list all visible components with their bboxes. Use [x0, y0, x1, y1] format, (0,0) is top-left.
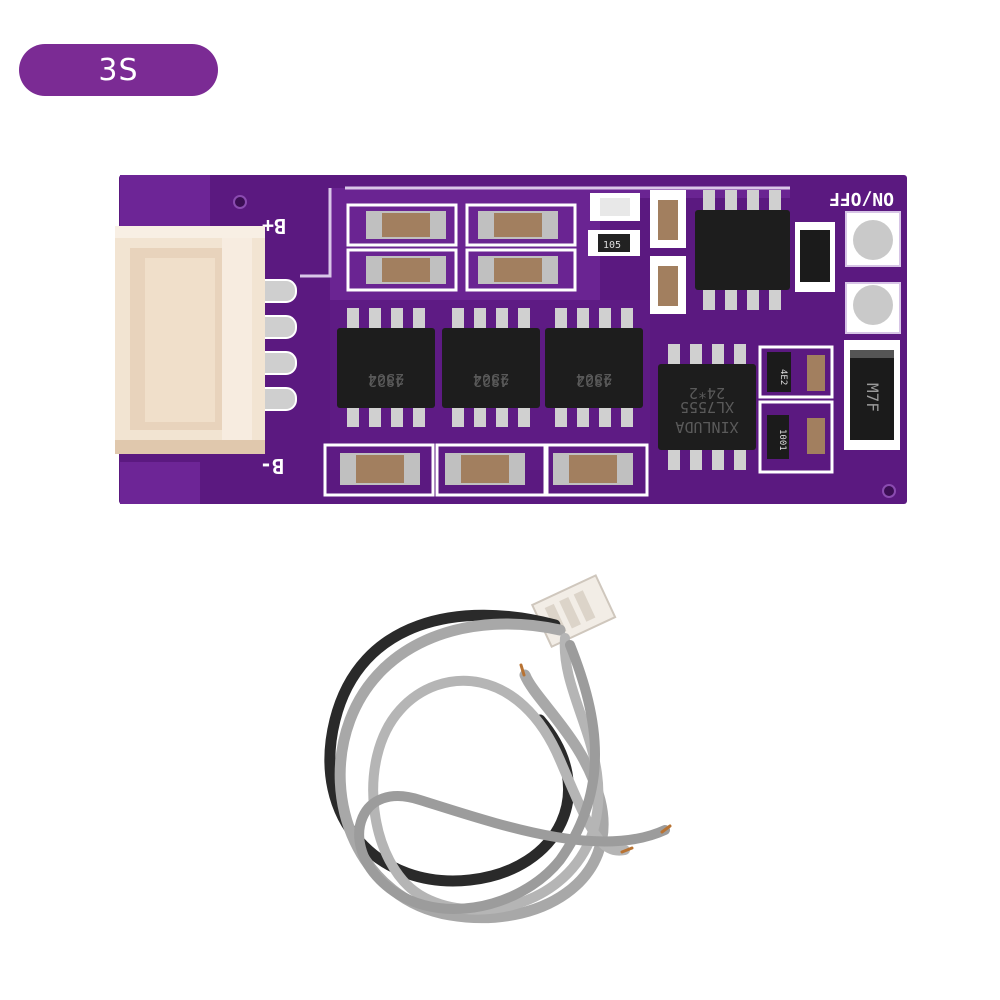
svg-text:4E2: 4E2	[778, 369, 788, 385]
mosfet-chip-1: 2304 4822	[337, 308, 435, 427]
svg-text:2304: 2304	[576, 370, 612, 388]
mosfet-chip-3: 2304 4822	[545, 308, 643, 427]
svg-text:M7F: M7F	[863, 383, 882, 412]
regulator-chip: 24*2 XL7555 XINLUDA	[658, 344, 756, 470]
svg-text:24*2: 24*2	[689, 384, 725, 402]
b-plus-label: B+	[262, 214, 286, 238]
jst-connector	[115, 226, 265, 454]
on-off-label: ON/OFF	[829, 188, 894, 209]
m7f-diode: M7F	[844, 340, 900, 450]
svg-text:2304: 2304	[473, 370, 509, 388]
svg-text:1001: 1001	[777, 429, 787, 451]
svg-text:XL7555: XL7555	[680, 398, 734, 416]
svg-text:4822: 4822	[576, 372, 612, 390]
mosfet-chip-2: 2304 4822	[442, 308, 540, 427]
size-badge: 3S	[19, 44, 218, 96]
bms-circuit-board: B+ B- ON/OFF 105	[115, 175, 907, 504]
svg-text:4822: 4822	[368, 372, 404, 390]
svg-text:2304: 2304	[368, 370, 404, 388]
svg-text:4822: 4822	[473, 372, 509, 390]
b-minus-label: B-	[260, 454, 284, 478]
resistor-code-105: 105	[603, 240, 621, 251]
top-chip	[695, 190, 790, 310]
connector-cable	[324, 574, 672, 924]
svg-text:XINLUDA: XINLUDA	[675, 418, 738, 436]
